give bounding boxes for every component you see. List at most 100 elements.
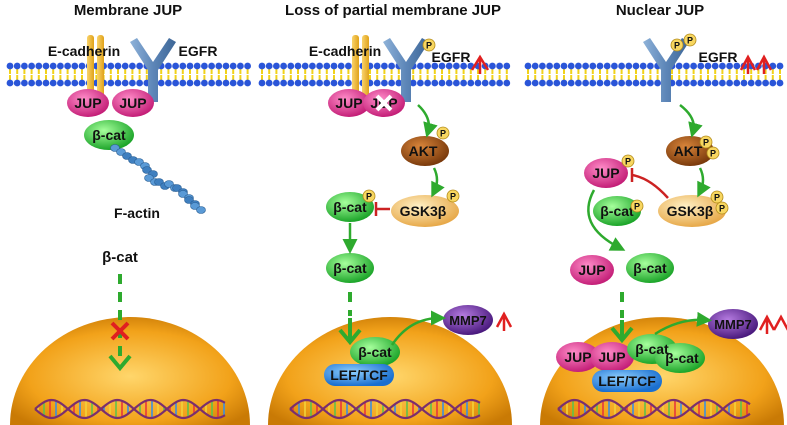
phosphate-label: P (674, 41, 680, 51)
akt-protein (401, 136, 449, 166)
akt-to-gsk-arrow (697, 167, 711, 198)
phosphate-badge (422, 38, 436, 52)
gsk-label: GSK3β (400, 203, 447, 219)
phosphate-label: P (703, 138, 709, 148)
panel3-title: Nuclear JUP (616, 2, 704, 19)
gsk3b-protein (391, 195, 459, 227)
jup-protein (556, 342, 600, 372)
gsk3b-protein (658, 195, 726, 227)
beta-catenin-protein (350, 337, 400, 367)
phosphate-badge (699, 135, 713, 149)
ecadherin-label-1: E-cadherin (48, 43, 120, 59)
jup-label: JUP (119, 95, 146, 111)
bcat-free-label: β-cat (102, 249, 138, 266)
phosphate-label: P (625, 157, 631, 167)
mmp7-protein (708, 309, 758, 339)
up-regulation-icon (470, 54, 490, 74)
up-regulation-icon (495, 311, 513, 331)
double-up-regulation-icon (739, 54, 773, 74)
jup-protein (67, 89, 109, 117)
beta-catenin-protein (593, 196, 641, 226)
egfr-label-2: EGFR (432, 49, 471, 65)
bcat-label: β-cat (633, 260, 667, 276)
bcat-label: β-cat (600, 203, 634, 219)
bcat-label: β-cat (92, 127, 126, 143)
mmp7-label: MMP7 (449, 313, 487, 328)
phosphate-label: P (440, 129, 446, 139)
phosphate-label: P (426, 41, 432, 51)
phosphate-badge (683, 33, 697, 47)
phosphate-badge (446, 189, 460, 203)
jup-protein (590, 342, 634, 372)
ecadherin-receptor-2 (352, 35, 369, 97)
egfr-receptor-3 (643, 38, 689, 102)
lef-tcf-complex (324, 364, 394, 386)
phosphate-badge (715, 201, 729, 215)
bcat-label: β-cat (358, 344, 392, 360)
jup-label: JUP (578, 262, 605, 278)
gsk-inhibits-jup (630, 168, 669, 199)
transcription-arrow (654, 311, 712, 336)
phosphate-badge (630, 199, 644, 213)
jup-label: JUP (592, 165, 619, 181)
beta-catenin-protein (626, 253, 674, 283)
lef-tcf-complex (592, 370, 662, 392)
akt-label: AKT (674, 143, 703, 159)
arrow-head (108, 354, 132, 372)
jup-protein (328, 89, 370, 117)
beta-catenin-protein (84, 120, 134, 150)
double-up-regulation-icon (758, 314, 787, 334)
egfr-receptor-2 (383, 38, 429, 102)
jup-label: JUP (598, 349, 625, 365)
leftcf-label: LEF/TCF (330, 367, 388, 383)
jup-label: JUP (74, 95, 101, 111)
f-actin-filament (110, 144, 206, 214)
phosphate-label: P (714, 193, 720, 203)
bcat-label: β-cat (635, 341, 669, 357)
phosphate-label: P (687, 36, 693, 46)
phosphate-label: P (366, 192, 372, 202)
jup-label: JUP (564, 349, 591, 365)
egfr-label-1: EGFR (179, 43, 218, 59)
phosphate-badge (670, 38, 684, 52)
jup-protein (112, 89, 154, 117)
gsk-label: GSK3β (667, 203, 714, 219)
loss-x-icon (375, 94, 393, 112)
phosphate-label: P (710, 149, 716, 159)
phosphate-badge (706, 146, 720, 160)
akt-label: AKT (409, 143, 438, 159)
transcription-arrow (390, 310, 446, 346)
jup-protein (584, 158, 628, 188)
factin-label: F-actin (114, 205, 160, 221)
egfr-to-akt-arrow (679, 104, 703, 138)
nuclear-arrow-head (338, 328, 362, 346)
beta-catenin-protein (326, 253, 374, 283)
phosphate-label: P (450, 192, 456, 202)
nucleus-panel1 (10, 317, 250, 425)
phosphate-badge (436, 126, 450, 140)
jup-release-arrow (587, 189, 626, 251)
dna-helix (34, 398, 751, 420)
phosphate-badge (621, 154, 635, 168)
bcat-label: β-cat (333, 199, 367, 215)
jup-protein (570, 255, 614, 285)
ecadherin-label-2: E-cadherin (309, 43, 381, 59)
ecadherin-receptor-1 (87, 35, 104, 97)
phosphate-badge (362, 189, 376, 203)
mmp7-label: MMP7 (714, 317, 752, 332)
leftcf-label: LEF/TCF (598, 373, 656, 389)
panel2-title: Loss of partial membrane JUP (285, 2, 501, 19)
nuclear-arrow-head (610, 326, 634, 344)
egfr-label-3: EGFR (699, 49, 738, 65)
beta-catenin-protein (655, 343, 705, 373)
egfr-receptor-1 (130, 38, 176, 102)
jup-label: JUP (335, 95, 362, 111)
phosphate-label: P (719, 204, 725, 214)
egfr-to-akt-arrow (417, 104, 438, 138)
bcat-label: β-cat (333, 260, 367, 276)
gsk-inhibits-bcat (374, 202, 390, 216)
bcat-label: β-cat (665, 350, 699, 366)
phosphate-label: P (634, 202, 640, 212)
